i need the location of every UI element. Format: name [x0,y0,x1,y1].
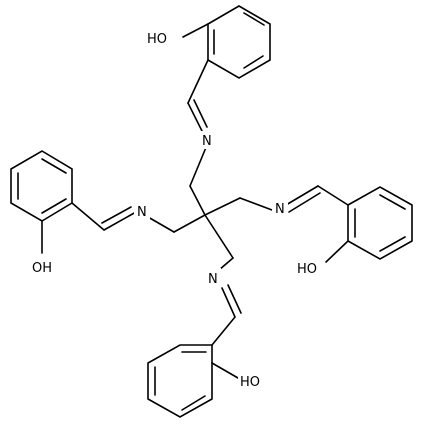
top-ring-double-bond [243,12,265,26]
core [173,185,241,259]
atom-label-oh-left: OH [32,261,52,276]
top-imine-bond [193,99,208,128]
right-ch2-n-bond [239,197,273,211]
bottom-ring [147,344,213,418]
atom-label-n-bottom: N [208,272,218,287]
top-ring [207,5,271,79]
atom-label-oh-bottom: HO [240,375,260,390]
top-arm [182,5,271,187]
left-arm [10,150,175,254]
bottom-ch2-n-bond [218,257,234,271]
core-bond-top [189,185,206,216]
right-imine-bond [288,192,321,213]
left-ch-bond [71,202,105,231]
atom-label-oh-right: HO [297,262,317,277]
left-ring-double-bond [41,158,67,174]
atom-label-oh-top: HO [147,32,167,47]
right-ring [347,186,413,260]
top-oh-bond [182,23,209,38]
right-ring-double-bond [379,236,406,252]
left-ring [10,150,73,222]
right-ch-bond [317,185,349,206]
right-ring-double-bond [379,194,406,210]
core-bond-left [173,214,206,233]
bottom-ch-bond [211,316,236,346]
bottom-arm [147,257,242,418]
atom-label-n-left: N [137,205,147,220]
bottom-ring-double-bond [181,395,206,411]
right-arm [239,185,413,263]
top-ring-double-bond [243,55,264,69]
left-ring-double-bond [41,198,67,214]
bottom-oh-bond [211,362,239,379]
core-bond-bottom [204,214,234,259]
right-oh-bond [325,240,349,263]
left-imine-bond [101,206,132,224]
atom-label-n-top: N [202,134,212,149]
top-imine-bond [187,102,204,134]
right-imine-bond [285,185,319,206]
bottom-imine-bond [221,287,236,318]
left-ch2-n-bond [147,216,175,233]
top-n-ch2-bond [189,144,208,187]
atom-label-n-right: N [275,202,285,217]
bottom-imine-bond [227,284,242,314]
core-bond-right [204,197,241,216]
top-ch-bond [187,59,209,104]
left-imine-bond [103,211,137,231]
